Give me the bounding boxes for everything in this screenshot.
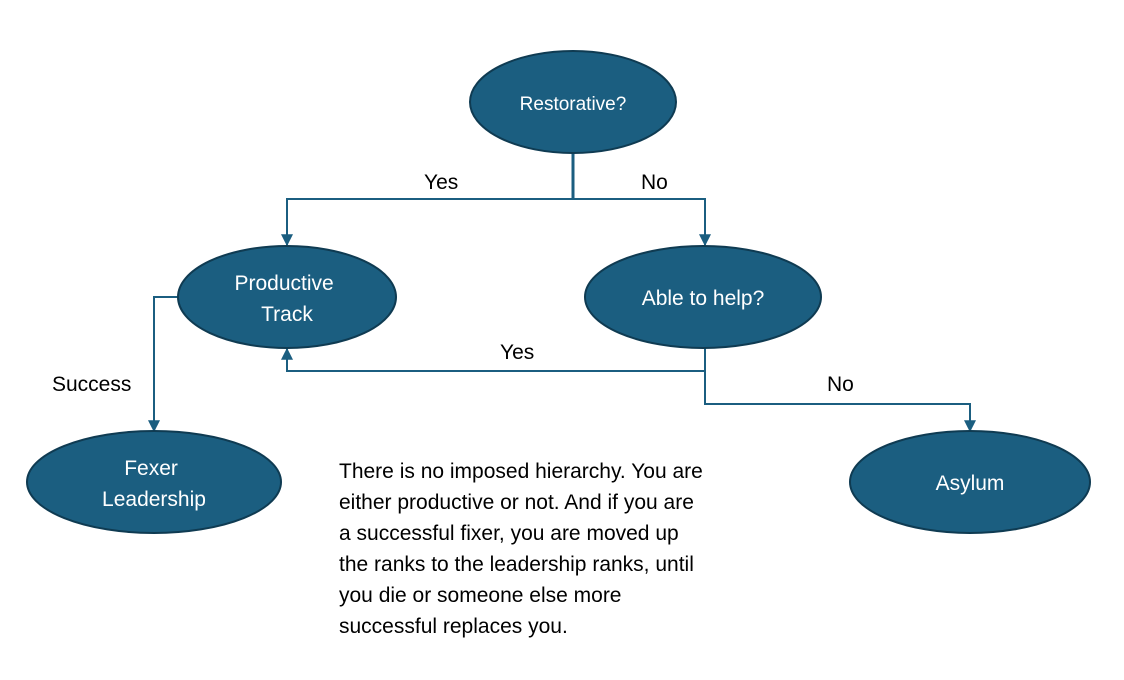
connector-able-to-asylum bbox=[704, 371, 976, 433]
edge-label-able-yes: Yes bbox=[500, 341, 534, 364]
node-productive-track-shape bbox=[177, 245, 397, 349]
svg-text:Able to help?: Able to help? bbox=[642, 287, 765, 310]
edge-label-restorative-no: No bbox=[641, 171, 668, 194]
node-productive-track-label-line-2: Track bbox=[261, 303, 313, 326]
node-asylum: Asylum bbox=[849, 430, 1091, 534]
caption-line-4: the ranks to the leadership ranks, until bbox=[339, 553, 694, 576]
node-fexer-leadership-shape bbox=[26, 430, 282, 534]
connector-able-to-productive bbox=[281, 347, 706, 372]
node-fexer-leadership: Fexer Leadership bbox=[26, 430, 282, 534]
node-able-to-help-shape bbox=[584, 245, 822, 349]
edge-label-productive-success: Success bbox=[52, 373, 131, 396]
node-able-to-help-label: Able to help? bbox=[642, 287, 765, 310]
edge-label-restorative-yes: Yes bbox=[424, 171, 458, 194]
edge-label-able-no: No bbox=[827, 373, 854, 396]
node-restorative-shape bbox=[469, 50, 677, 154]
node-fexer-leadership-label-line-1: Fexer bbox=[124, 457, 178, 480]
node-productive-track-label-line-1: Productive bbox=[234, 272, 333, 295]
caption-line-1: There is no imposed hierarchy. You are bbox=[339, 460, 703, 483]
svg-text:Fexer Leadership: Fexer Leadership bbox=[102, 457, 206, 511]
caption-line-3: a successful fixer, you are moved up bbox=[339, 522, 679, 545]
svg-text:Productive Track: Productive Track bbox=[234, 272, 339, 326]
connector-restorative-to-able bbox=[573, 198, 711, 247]
caption-line-5: you die or someone else more bbox=[339, 584, 622, 607]
caption-line-6: successful replaces you. bbox=[339, 615, 568, 638]
connectors bbox=[148, 152, 976, 433]
node-fexer-leadership-label-line-2: Leadership bbox=[102, 488, 206, 511]
svg-text:Restorative?: Restorative? bbox=[520, 94, 627, 115]
node-productive-track: Productive Track bbox=[177, 245, 397, 349]
svg-text:Asylum: Asylum bbox=[936, 472, 1005, 495]
connector-restorative-to-productive bbox=[281, 198, 573, 247]
node-asylum-shape bbox=[849, 430, 1091, 534]
node-restorative: Restorative? bbox=[469, 50, 677, 154]
caption-text: There is no imposed hierarchy. You are e… bbox=[339, 456, 769, 642]
node-asylum-label: Asylum bbox=[936, 472, 1005, 495]
caption-line-2: either productive or not. And if you are bbox=[339, 491, 694, 514]
node-restorative-label: Restorative? bbox=[520, 94, 627, 115]
connector-productive-to-fexer bbox=[148, 296, 179, 433]
node-able-to-help: Able to help? bbox=[584, 245, 822, 349]
